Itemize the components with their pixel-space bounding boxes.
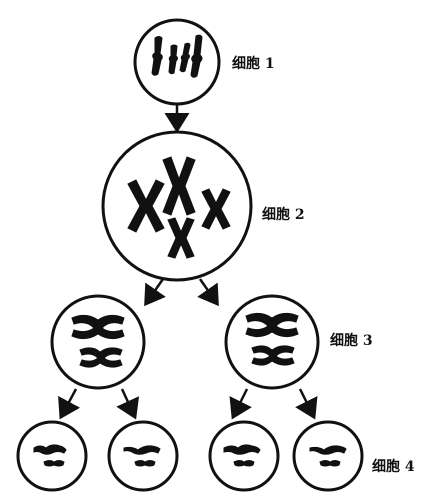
cell-2-chromosomes — [127, 156, 231, 259]
label-cell-2: 细胞 2 — [262, 207, 305, 223]
arrow-cell3r-to-cell4d — [295, 388, 318, 420]
cell-3-right-chromosomes — [245, 312, 299, 366]
cell-4-d — [292, 420, 364, 492]
arrow-cell2-to-cell3-right — [197, 278, 219, 307]
cell-3-left-chromosomes — [71, 314, 125, 368]
arrow-cell2-to-cell3-left — [144, 278, 166, 307]
cell-3-left — [50, 294, 146, 390]
cell-3-right — [224, 294, 320, 390]
cell-4-c — [208, 420, 280, 492]
cell-1 — [133, 18, 221, 106]
label-cell-4: 细胞 4 — [372, 459, 415, 475]
arrow-cell3l-to-cell4b — [116, 388, 140, 420]
label-cell-3: 细胞 3 — [330, 333, 373, 349]
cell-1-chromosomes — [151, 34, 203, 78]
cell-2 — [101, 130, 253, 282]
cell-4-a — [16, 420, 88, 492]
cell-4-b — [107, 420, 179, 492]
label-cell-1: 细胞 1 — [232, 56, 275, 72]
arrow-cell3l-to-cell4a — [58, 388, 81, 420]
arrow-cell3r-to-cell4c — [229, 388, 252, 420]
